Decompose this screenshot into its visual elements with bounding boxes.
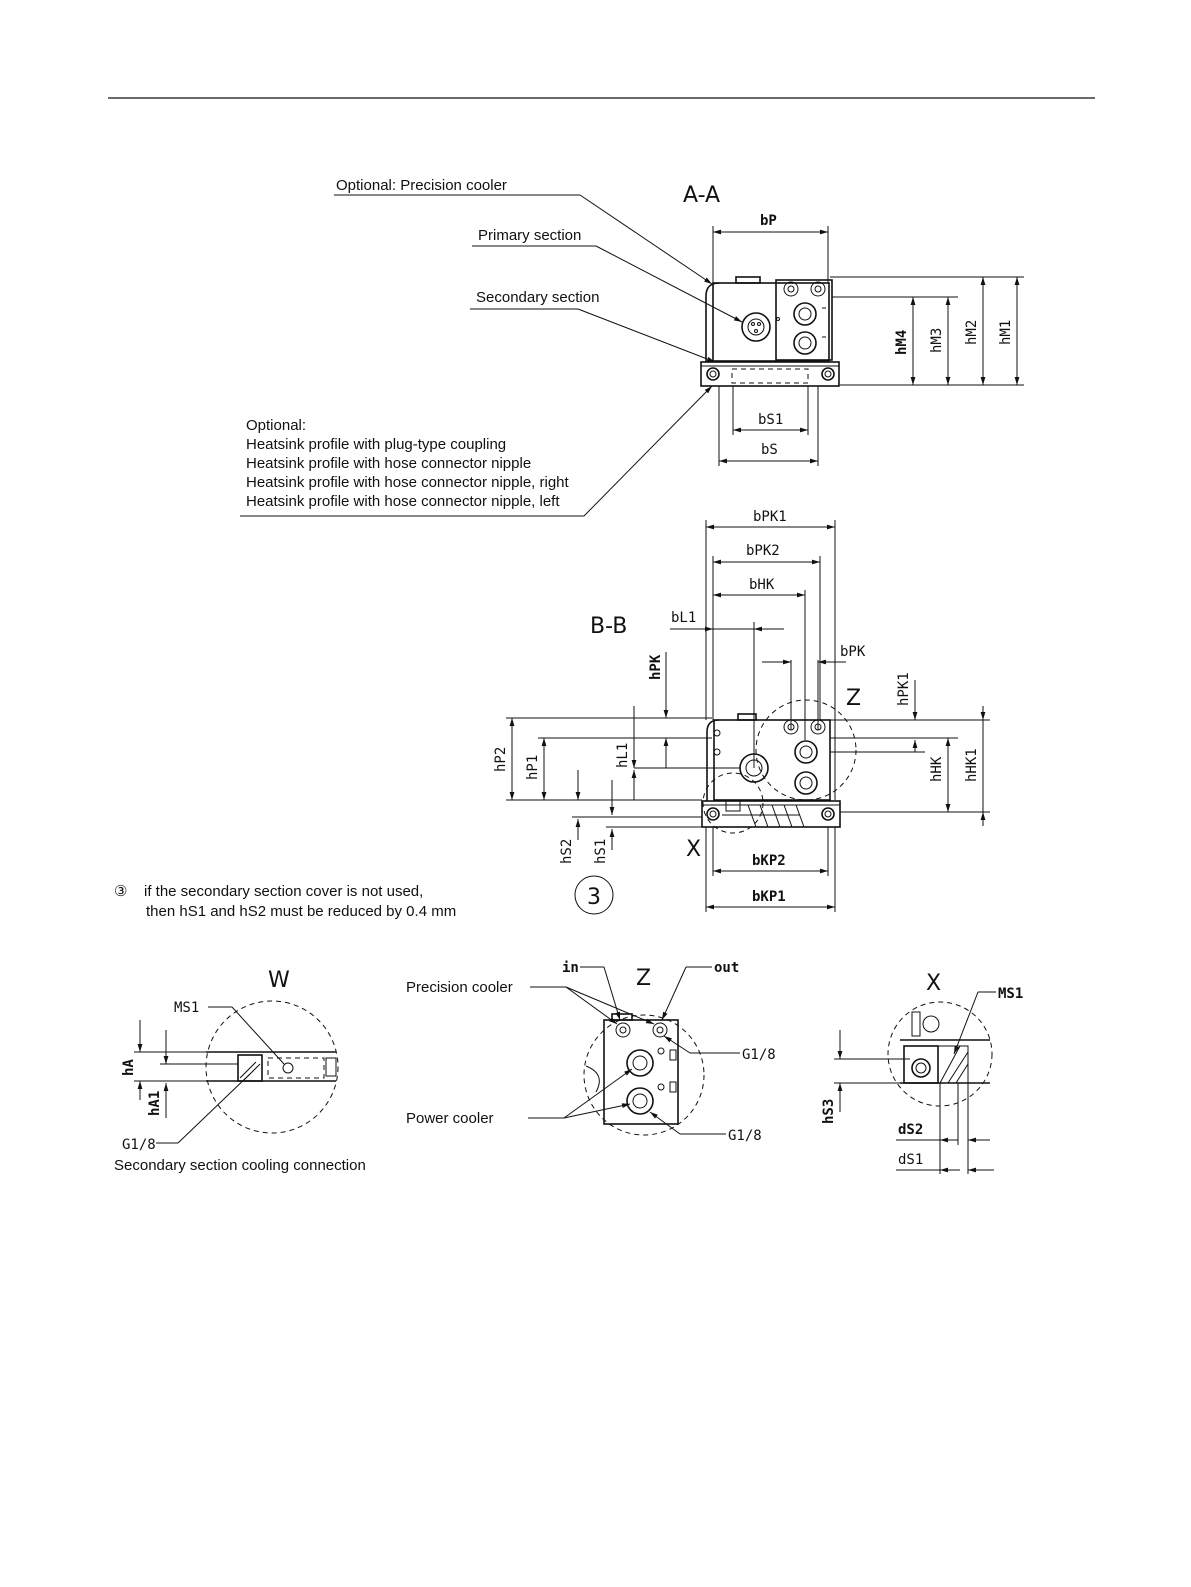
w-caption: Secondary section cooling connection — [114, 1157, 366, 1174]
dim-hm1: hM1 — [998, 320, 1014, 345]
view-z: Z in out Precision cooler Power cooler G… — [406, 960, 776, 1144]
view-x-title: X — [926, 971, 941, 996]
heatsink-option-2: Heatsink profile with hose connector nip… — [246, 455, 531, 472]
w-g18-label: G1/8 — [122, 1137, 156, 1153]
x-hs3-label: hS3 — [821, 1099, 837, 1124]
dim-bhk: bHK — [749, 577, 775, 593]
aa-motor-body — [700, 276, 840, 387]
view-aa: A-A Optional: Precision cooler Primary s… — [240, 177, 1024, 517]
footnote-marker-circle — [574, 875, 614, 915]
dim-bkp1: bKP1 — [752, 889, 786, 905]
dim-hl1: hL1 — [615, 743, 631, 768]
dim-hhk: hHK — [929, 756, 945, 782]
heatsink-option-3: Heatsink profile with hose connector nip… — [246, 474, 570, 491]
dim-bp: bP — [760, 213, 777, 229]
dim-hm4: hM4 — [894, 330, 910, 355]
optional-header: Optional: — [246, 417, 306, 434]
w-ms1-label: MS1 — [174, 1000, 199, 1016]
dim-hp2: hP2 — [493, 747, 509, 772]
bb-x-marker: X — [686, 837, 701, 862]
footnote-line-1: if the secondary section cover is not us… — [144, 883, 423, 900]
dim-bs: bS — [761, 442, 778, 458]
callout-primary-section: Primary section — [478, 227, 581, 244]
x-ds2-label: dS2 — [898, 1122, 923, 1138]
z-in-label: in — [562, 960, 579, 976]
w-ha1-label: hA1 — [147, 1091, 163, 1116]
dim-hm2: hM2 — [964, 320, 980, 345]
footnote: ③ if the secondary section cover is not … — [114, 883, 456, 920]
dim-hpk1: hPK1 — [896, 672, 912, 706]
footnote-symbol: ③ — [114, 883, 127, 900]
view-aa-title: A-A — [683, 183, 720, 208]
z-g18-top-label: G1/8 — [742, 1047, 776, 1063]
z-precision-cooler-label: Precision cooler — [406, 979, 513, 996]
dim-hm3: hM3 — [929, 328, 945, 353]
view-bb: B-B — [493, 509, 990, 915]
view-w-title: W — [268, 968, 290, 993]
dim-bl1: bL1 — [671, 610, 696, 626]
view-bb-title: B-B — [590, 614, 627, 639]
dim-bpk1: bPK1 — [753, 509, 787, 525]
footnote-marker: 3 — [587, 885, 601, 910]
dim-bpk: bPK — [840, 644, 866, 660]
z-g18-bottom-label: G1/8 — [728, 1128, 762, 1144]
view-x: X MS1 hS3 dS2 dS1 — [821, 971, 1023, 1174]
z-power-cooler-label: Power cooler — [406, 1110, 494, 1127]
view-w: W MS1 hA hA1 G1/8 Secondary section cool… — [114, 968, 366, 1174]
heatsink-option-4: Heatsink profile with hose connector nip… — [246, 493, 560, 510]
footnote-line-2: then hS1 and hS2 must be reduced by 0.4 … — [146, 903, 456, 920]
z-out-label: out — [714, 960, 739, 976]
x-ms1-label: MS1 — [998, 986, 1023, 1002]
dim-hpk: hPK — [648, 654, 664, 680]
dim-hs1: hS1 — [593, 839, 609, 864]
dim-bs1: bS1 — [758, 412, 783, 428]
callout-secondary-section: Secondary section — [476, 289, 599, 306]
dim-hhk1: hHK1 — [964, 748, 980, 782]
view-z-title: Z — [636, 966, 651, 991]
heatsink-option-1: Heatsink profile with plug-type coupling — [246, 436, 506, 453]
dim-bkp2: bKP2 — [752, 853, 786, 869]
dim-bpk2: bPK2 — [746, 543, 780, 559]
w-ha-label: hA — [121, 1059, 137, 1076]
bb-z-marker: Z — [846, 686, 861, 711]
callout-precision-cooler: Optional: Precision cooler — [336, 177, 507, 194]
x-ds1-label: dS1 — [898, 1152, 923, 1168]
dim-hs2: hS2 — [559, 839, 575, 864]
dim-hp1: hP1 — [525, 755, 541, 780]
